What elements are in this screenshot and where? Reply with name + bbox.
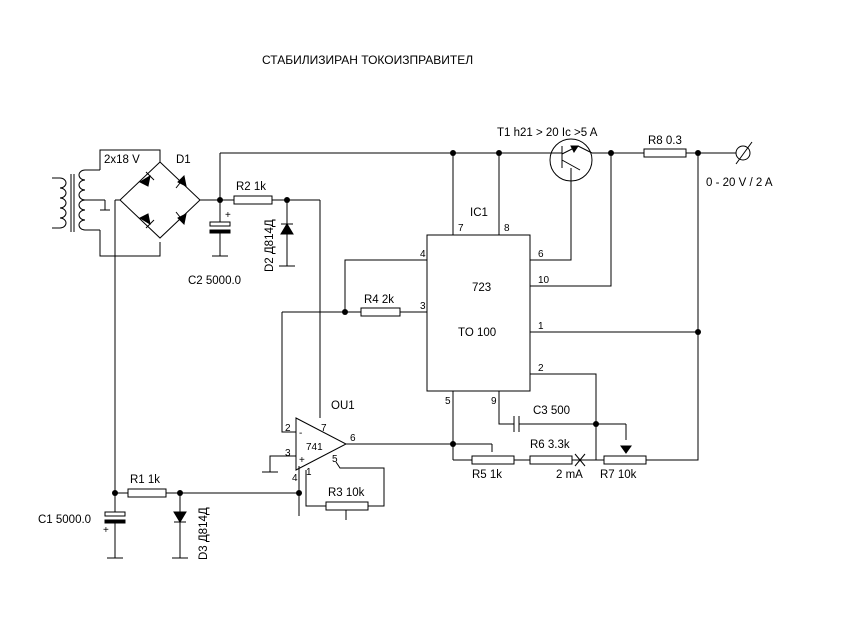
opamp-pin2: 2	[285, 423, 291, 434]
wire-r4-opamp	[281, 312, 296, 433]
opamp-ou1	[295, 417, 348, 471]
r5-label: R5 1k	[472, 469, 502, 481]
capacitor-c1	[104, 493, 126, 559]
opamp-pin6: 6	[350, 433, 356, 444]
transistor-t1	[549, 138, 644, 182]
ic-pin10: 10	[538, 275, 550, 286]
resistor-r5	[471, 455, 515, 465]
c2-label: C2 5000.0	[188, 275, 241, 287]
r2-label: R2 1k	[236, 181, 266, 193]
opamp-pin7: 7	[321, 423, 327, 434]
wire-opamp-pin1	[305, 470, 326, 507]
opamp-inv: -	[299, 428, 302, 439]
ic1-label: IC1	[470, 207, 488, 219]
junction-dot	[608, 150, 614, 156]
ic-pin9: 9	[491, 396, 497, 407]
r7-wiper-arrow	[620, 445, 632, 454]
ic1-type: 723	[472, 282, 491, 294]
page-title: СТАБИЛИЗИРАН ТОКОИЗПРАВИТЕЛ	[262, 53, 473, 67]
wire-ic-pin4	[344, 259, 427, 312]
ic-pin5: 5	[445, 396, 451, 407]
resistor-r2	[233, 195, 273, 205]
d3-label: D3 Д814Д	[198, 507, 210, 560]
opamp-noninv: +	[299, 455, 305, 466]
wire-opamp-pin3	[269, 455, 296, 472]
c2-plus: +	[225, 210, 231, 221]
bridge-rectifier	[115, 161, 220, 239]
ic-pin1: 1	[538, 321, 544, 332]
transformer	[52, 149, 161, 257]
t1-label: T1 h21 > 20 Ic >5 A	[497, 127, 598, 139]
c3-label: C3 500	[533, 405, 570, 417]
resistor-r8	[643, 148, 687, 158]
opamp-pin5: 5	[332, 454, 338, 465]
capacitor-c3	[513, 416, 627, 440]
opamp-pin4: 4	[292, 473, 298, 484]
ic-pin6: 6	[538, 249, 544, 260]
ic1-body	[426, 234, 531, 392]
resistor-r3	[325, 501, 369, 511]
ic-pin2: 2	[538, 363, 544, 374]
resistor-r4	[360, 307, 401, 317]
wire-ic-pin10	[530, 153, 612, 287]
opamp-label: OU1	[331, 400, 355, 412]
ic-pin3: 3	[420, 301, 426, 312]
r3-label: R3 10k	[328, 487, 365, 499]
current-label: 2 mA	[556, 469, 583, 481]
c1-plus: +	[103, 525, 109, 536]
output-terminal	[735, 141, 753, 165]
capacitor-c2	[209, 200, 231, 257]
ic-pin7: 7	[458, 223, 464, 234]
r6-label: R6 3.3k	[530, 439, 570, 451]
resistor-r1	[127, 488, 167, 498]
r8-label: R8 0.3	[648, 135, 682, 147]
r1-label: R1 1k	[130, 474, 160, 486]
d2-label: D2 Д814Д	[264, 219, 276, 272]
ic-pin8: 8	[504, 223, 510, 234]
output-label: 0 - 20 V / 2 A	[706, 177, 773, 189]
r7-label: R7 10k	[600, 469, 637, 481]
r4-label: R4 2k	[364, 294, 394, 306]
c1-label: C1 5000.0	[38, 514, 91, 526]
zener-d3	[172, 493, 188, 559]
wire-ic-pin6	[530, 180, 572, 261]
junction-dot	[296, 490, 302, 496]
current-measure-x	[574, 453, 586, 467]
ic1-package: TO 100	[458, 327, 496, 339]
junction-dot	[342, 309, 348, 315]
zener-d2	[279, 200, 295, 267]
ic-pin4: 4	[420, 249, 426, 260]
wire-r3	[335, 461, 385, 507]
opamp-pin3: 3	[285, 448, 291, 459]
opamp-pin1: 1	[306, 467, 312, 478]
resistor-r6	[529, 455, 573, 465]
wire-ic-pin2	[530, 373, 597, 424]
resistor-r7	[603, 455, 647, 465]
opamp-type: 741	[306, 442, 323, 453]
wire-ic-pin9	[498, 391, 514, 425]
wire-right-rail	[646, 153, 699, 461]
bridge-label: D1	[176, 154, 191, 166]
transformer-label: 2x18 V	[104, 154, 140, 166]
